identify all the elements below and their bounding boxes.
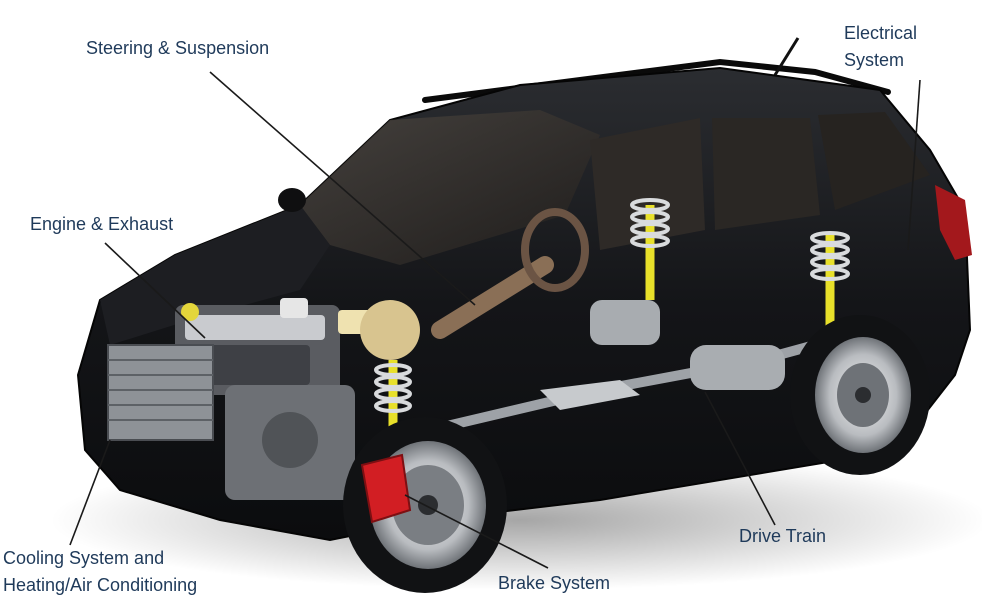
radiator <box>107 344 214 441</box>
leader-line-engine <box>104 242 206 339</box>
leader-lines <box>69 71 921 569</box>
label-electrical-line-2: System <box>844 50 905 70</box>
leader-line-drive <box>704 391 776 526</box>
leader-line-brake <box>404 494 549 569</box>
front-wheel <box>343 417 507 593</box>
label-cooling-line-1: Cooling System and <box>3 548 165 568</box>
engine-block <box>225 300 420 500</box>
label-steering-suspension: Steering & Suspension <box>86 38 270 58</box>
engine-bay <box>175 298 376 395</box>
rear-suspension <box>590 198 850 345</box>
label-cooling-heating: Cooling System and Heating/Air Condition… <box>3 545 197 599</box>
label-cooling-line-2: Heating/Air Conditioning <box>3 575 198 595</box>
label-brake-system: Brake System <box>498 573 611 593</box>
label-electrical-line-1: Electrical <box>844 23 918 43</box>
label-engine-exhaust: Engine & Exhaust <box>30 214 174 234</box>
rear-wheel <box>790 315 930 475</box>
brake-caliper <box>360 453 412 524</box>
steering-column <box>431 208 589 339</box>
label-electrical-system: Electrical System <box>844 20 917 74</box>
label-drive-train: Drive Train <box>739 526 827 546</box>
leader-line-steering <box>209 71 476 306</box>
leader-line-electrical <box>907 79 921 251</box>
leader-line-cooling <box>69 439 111 546</box>
